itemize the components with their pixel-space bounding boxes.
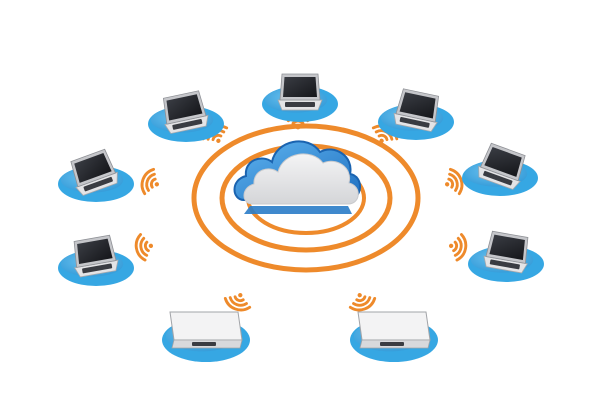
laptop-icon (169, 311, 243, 349)
laptop-lower-left (58, 234, 134, 286)
laptop-mid-right (462, 142, 538, 196)
wifi-signal-icon (223, 292, 252, 312)
wifi-signal-icon (444, 167, 464, 196)
laptop-icon (478, 142, 526, 190)
wifi-signal-icon (140, 167, 160, 196)
laptop-top-center (262, 73, 338, 122)
laptop-icon (483, 230, 529, 274)
laptop-top-right (378, 88, 454, 140)
laptop-top-left (148, 90, 224, 142)
laptop-icon (357, 311, 431, 349)
wifi-signal-icon (448, 233, 468, 262)
laptop-icon (393, 88, 440, 132)
laptop-nodes (58, 73, 544, 362)
laptop-icon (162, 90, 209, 134)
wifi-signal-icon (134, 233, 154, 262)
laptop-mid-left (58, 148, 134, 202)
wifi-signal-icon (348, 292, 377, 312)
laptop-icon (73, 234, 119, 278)
laptop-bottom-right (350, 311, 438, 362)
cloud-icon (233, 140, 361, 214)
laptop-lower-right (468, 230, 544, 282)
laptop-icon (70, 148, 118, 196)
laptop-icon (277, 73, 323, 111)
laptop-bottom-left (162, 311, 250, 362)
